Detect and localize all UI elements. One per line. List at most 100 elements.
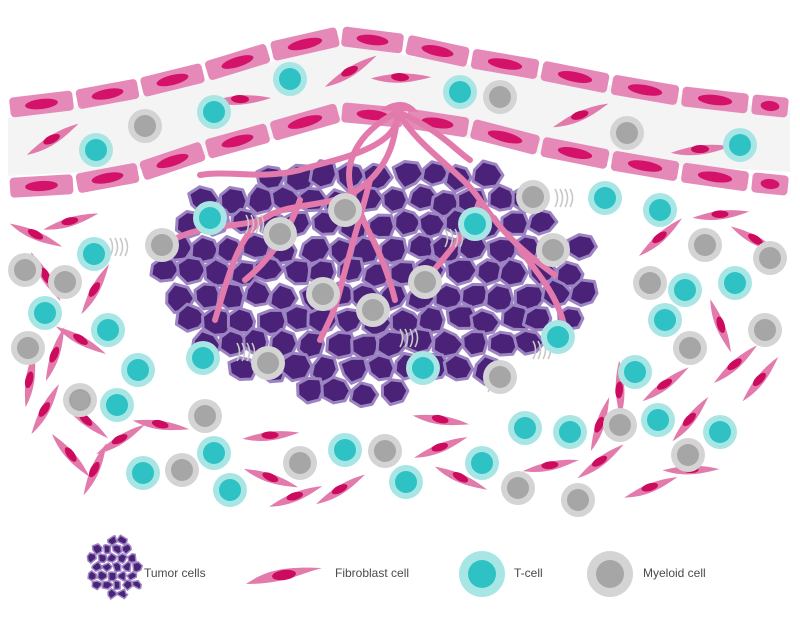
top-endothelial-cell (140, 63, 205, 97)
myeloid-cell-nucleus (54, 271, 76, 293)
signal-wave-arc (245, 214, 250, 234)
t-cell-nucleus (647, 409, 669, 431)
t-cell-nucleus (106, 394, 128, 416)
fibroblast-nucleus (748, 233, 763, 246)
legend-item-tcell: T-cell (458, 530, 568, 620)
legend-tumor-cell (97, 553, 108, 564)
fibroblast-cell (552, 103, 609, 128)
fibroblast-cell (434, 466, 488, 490)
tumor-cell (442, 352, 475, 382)
top-endothelial-cell (9, 90, 74, 118)
myeloid-cell (483, 360, 517, 394)
fibroblast-cell (710, 299, 731, 353)
myeloid-cell (688, 228, 722, 262)
myeloid-cell (536, 233, 570, 267)
myeloid-cell-nucleus (17, 337, 39, 359)
fibroblast-cell (243, 468, 299, 488)
t-cell (213, 473, 247, 507)
myeloid-cell (673, 331, 707, 365)
bottom-endothelial-cell (205, 123, 270, 159)
myeloid-cell (63, 383, 97, 417)
tumor-cell (471, 159, 505, 189)
signal-wave-arc (454, 228, 459, 248)
top-endothelial-cell (540, 61, 610, 93)
bottom-endothelial-cell (751, 172, 789, 196)
legend-label-myeloid: Myeloid cell (643, 566, 706, 580)
signal-wave-arc (444, 228, 449, 248)
myeloid-cell-nucleus (567, 489, 589, 511)
signal-wave-arc (554, 188, 559, 208)
fibroblast-cell (24, 350, 36, 408)
t-cell (197, 95, 231, 129)
tumor-cell (459, 282, 490, 310)
tumor-cell (338, 356, 369, 385)
endothelial-cell-nucleus (356, 34, 389, 46)
fibroblast-nucleus (88, 282, 101, 297)
t-cell (100, 388, 134, 422)
legend-tumor-cell (113, 580, 121, 591)
bottom-endothelial-cell (540, 137, 610, 169)
legend-label-tcell: T-cell (514, 566, 543, 580)
fibroblast-cell (624, 477, 678, 498)
fibroblast-nucleus (341, 65, 358, 77)
signal-wave-arc (532, 340, 537, 360)
t-cell (643, 193, 677, 227)
endothelial-cell-nucleus (91, 172, 124, 184)
legend-item-fibroblast: Fibroblast cell (244, 530, 434, 620)
endothelial-cell-nucleus (91, 88, 124, 100)
signal-wave-arc (260, 214, 265, 234)
tumor-cell (349, 381, 380, 409)
fibroblast-cell (713, 345, 758, 384)
t-cell (273, 62, 307, 96)
myeloid-cell (603, 408, 637, 442)
signal-wave-arc (559, 188, 564, 208)
signal-wave-arc (250, 214, 255, 234)
top-endothelial-cell (470, 49, 540, 79)
fibroblast-nucleus (727, 358, 742, 371)
t-cell-nucleus (624, 361, 646, 383)
signal-wave (554, 188, 574, 208)
fibroblast-nucleus (571, 110, 589, 120)
capillary-branch (212, 109, 401, 323)
t-cell-nucleus (547, 326, 569, 348)
t-cell-nucleus (97, 319, 119, 341)
t-cell (553, 415, 587, 449)
t-cell-nucleus (395, 471, 417, 493)
tumor-cell (350, 333, 381, 361)
fibroblast-nucleus (657, 378, 673, 390)
legend-label-tumor: Tumor cells (144, 566, 206, 580)
signal-wave (245, 214, 265, 234)
endothelial-cell-nucleus (221, 134, 254, 148)
tumor-cell (246, 184, 278, 216)
fibroblast-nucleus (151, 419, 169, 429)
tumor-cell (149, 257, 181, 283)
fibroblast-nucleus (594, 416, 605, 433)
t-cell-nucleus (127, 359, 149, 381)
tumor-cell (296, 330, 326, 360)
tumor-cell (218, 328, 250, 358)
fibroblast-cell (370, 73, 432, 83)
signal-wave-arc (569, 188, 574, 208)
t-cell (668, 273, 702, 307)
fibroblast-cell (522, 459, 579, 472)
fibroblast-cell (51, 433, 90, 478)
fibroblast-nucleus (61, 217, 79, 226)
legend-tumor-cell (107, 571, 118, 582)
myeloid-cell (306, 277, 340, 311)
t-cell-nucleus (34, 302, 56, 324)
legend-tumor-cell (131, 579, 142, 590)
fibroblast-cell (577, 444, 624, 479)
fibroblast-cell (412, 414, 470, 426)
legend-tumor-cell (102, 543, 112, 555)
fibroblast-cell (26, 123, 79, 155)
t-cell (121, 353, 155, 387)
t-cell (465, 446, 499, 480)
fibroblast-nucleus (64, 447, 77, 462)
legend-tumor-cell (111, 561, 122, 573)
tumor-cell (381, 186, 409, 214)
endothelial-cell-nucleus (557, 71, 593, 83)
myeloid-cell-nucleus (14, 259, 36, 281)
t-cell (328, 433, 362, 467)
tumor-cell (193, 282, 222, 311)
t-cell-nucleus (594, 187, 616, 209)
